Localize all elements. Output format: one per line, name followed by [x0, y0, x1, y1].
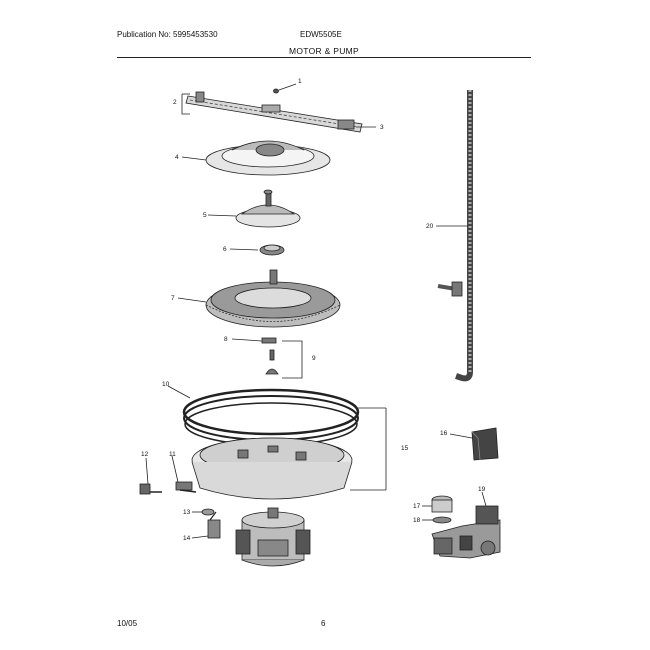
callout-7: 7 — [171, 295, 175, 302]
part-motor — [235, 507, 311, 567]
part-disc — [229, 244, 285, 256]
callout-2: 2 — [173, 99, 177, 106]
part-upper-spray-arm — [181, 91, 376, 133]
callout-17: 17 — [413, 503, 421, 510]
callout-13: 13 — [183, 509, 191, 516]
callout-10: 10 — [162, 381, 170, 388]
callout-18: 18 — [413, 517, 421, 524]
part-spray-arm-dome — [181, 140, 331, 176]
part-drain-hose — [436, 90, 473, 382]
part-grommet-fitting — [191, 508, 221, 539]
callout-6: 6 — [223, 246, 227, 253]
callout-4: 4 — [175, 154, 179, 161]
callout-14: 14 — [183, 535, 191, 542]
part-clips — [139, 455, 197, 495]
part-impeller-housing — [207, 189, 301, 228]
header-divider — [117, 57, 531, 58]
callout-9: 9 — [312, 355, 316, 362]
callout-1: 1 — [298, 78, 302, 85]
page-number: 6 — [321, 619, 326, 628]
part-screw — [273, 83, 297, 94]
part-drain-valve — [422, 491, 501, 559]
part-sump-seal — [167, 385, 360, 446]
callout-15: 15 — [401, 445, 409, 452]
callout-5: 5 — [203, 212, 207, 219]
callout-16: 16 — [440, 430, 448, 437]
publication-number: Publication No: 5995453530 — [117, 30, 218, 39]
callout-8: 8 — [224, 336, 228, 343]
section-title: MOTOR & PUMP — [289, 46, 360, 56]
callout-19: 19 — [478, 486, 486, 493]
callout-12: 12 — [141, 451, 149, 458]
part-sensor-cap — [449, 427, 499, 461]
callout-20: 20 — [426, 223, 434, 230]
part-sump-housing — [191, 407, 387, 500]
part-filter-ring — [177, 269, 341, 328]
footer-date: 10/05 — [117, 619, 138, 628]
model-number: EDW5505E — [300, 30, 342, 39]
callout-3: 3 — [380, 124, 384, 131]
callout-11: 11 — [169, 451, 176, 458]
part-small-hardware — [231, 337, 303, 379]
